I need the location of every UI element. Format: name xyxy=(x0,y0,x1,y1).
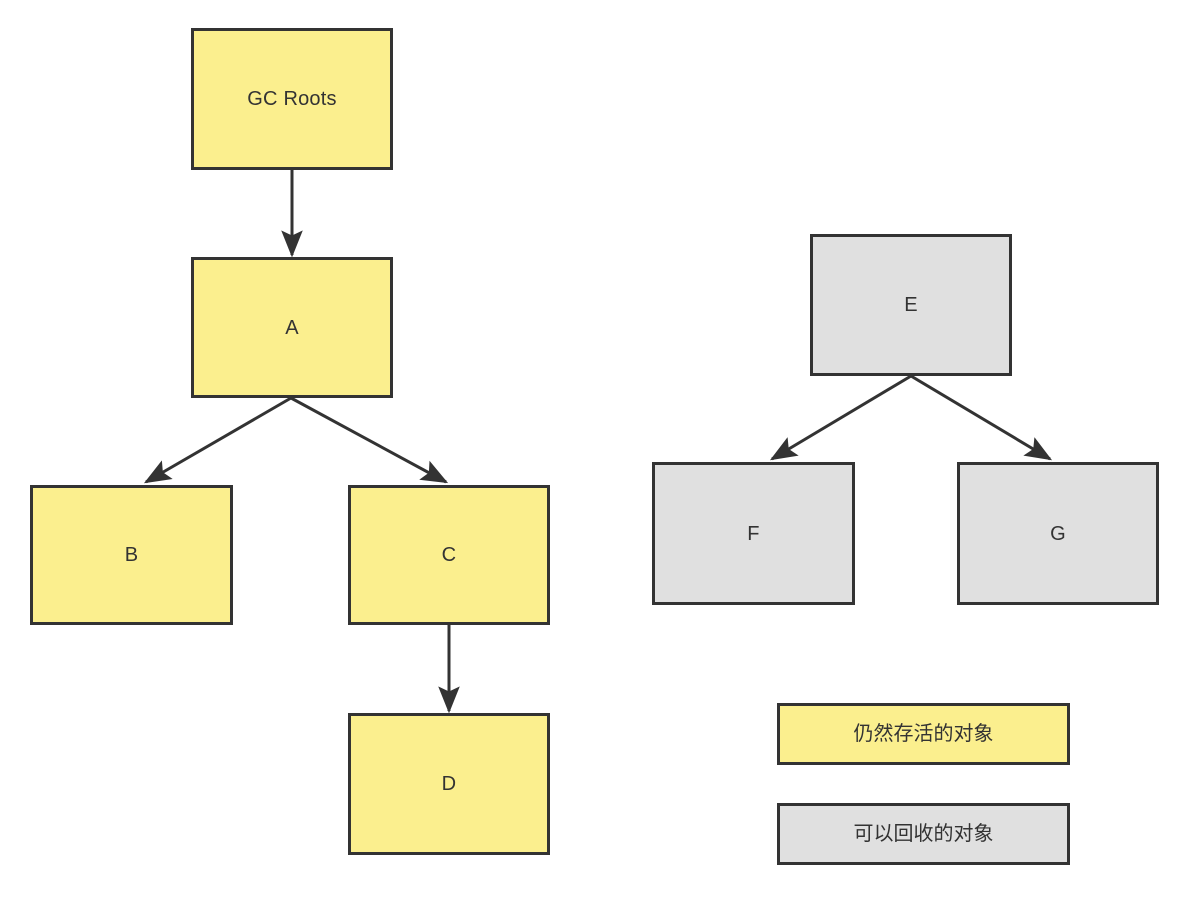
node-label-gcroots: GC Roots xyxy=(247,88,337,110)
node-b[interactable]: B xyxy=(30,485,233,625)
legend-alive-label: 仍然存活的对象 xyxy=(853,723,994,745)
edge-a-b xyxy=(143,396,292,484)
node-a[interactable]: A xyxy=(191,257,393,398)
edge-a-c xyxy=(290,396,449,484)
node-label-f: F xyxy=(747,522,760,545)
node-e[interactable]: E xyxy=(810,234,1012,376)
node-c[interactable]: C xyxy=(348,485,550,625)
legend-garbage: 可以回收的对象 xyxy=(777,803,1070,865)
node-d[interactable]: D xyxy=(348,713,550,855)
edge-e-f xyxy=(769,374,912,461)
node-label-b: B xyxy=(124,544,139,566)
node-f[interactable]: F xyxy=(652,462,855,605)
legend-alive: 仍然存活的对象 xyxy=(777,703,1070,765)
edge-e-g xyxy=(910,374,1053,461)
node-gcroots[interactable]: GC Roots xyxy=(191,28,393,170)
node-label-a: A xyxy=(285,316,299,339)
node-label-d: D xyxy=(441,773,457,795)
node-label-e: E xyxy=(904,294,918,316)
node-g[interactable]: G xyxy=(957,462,1159,605)
node-label-g: G xyxy=(1050,522,1066,545)
legend-garbage-label: 可以回收的对象 xyxy=(853,823,994,845)
node-label-c: C xyxy=(441,544,457,566)
